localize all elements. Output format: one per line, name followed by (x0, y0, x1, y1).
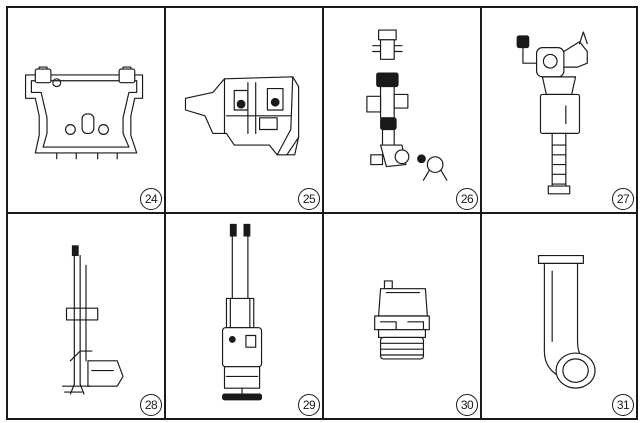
part-cell-26: 26 (322, 6, 482, 214)
parts-grid: 24 25 (6, 6, 638, 420)
part-number-31: 31 (612, 394, 634, 416)
elbow-pipe-icon (537, 254, 596, 389)
part-number-28: 28 (140, 394, 162, 416)
part-number-27: 27 (612, 188, 634, 210)
part-number-29: 29 (298, 394, 320, 416)
valve-fittings-icon (366, 29, 448, 181)
part-number-25: 25 (298, 188, 320, 210)
part-cell-30: 30 (322, 212, 482, 420)
flush-valve-icon (221, 223, 263, 401)
part-number-26: 26 (456, 188, 478, 210)
part-number-30: 30 (456, 394, 478, 416)
part-cell-29: 29 (164, 212, 324, 420)
part-cell-28: 28 (6, 212, 166, 420)
valve-seal-icon (374, 280, 430, 360)
part-number-24: 24 (140, 188, 162, 210)
part-cell-27: 27 (480, 6, 638, 214)
part-cell-24: 24 (6, 6, 166, 214)
fill-valve-icon (516, 31, 588, 195)
bracket-assembly-icon (184, 76, 300, 156)
mounting-frame-icon (24, 66, 144, 160)
part-cell-25: 25 (164, 6, 324, 214)
part-cell-31: 31 (480, 212, 638, 420)
flush-lever-rod-icon (62, 245, 124, 395)
